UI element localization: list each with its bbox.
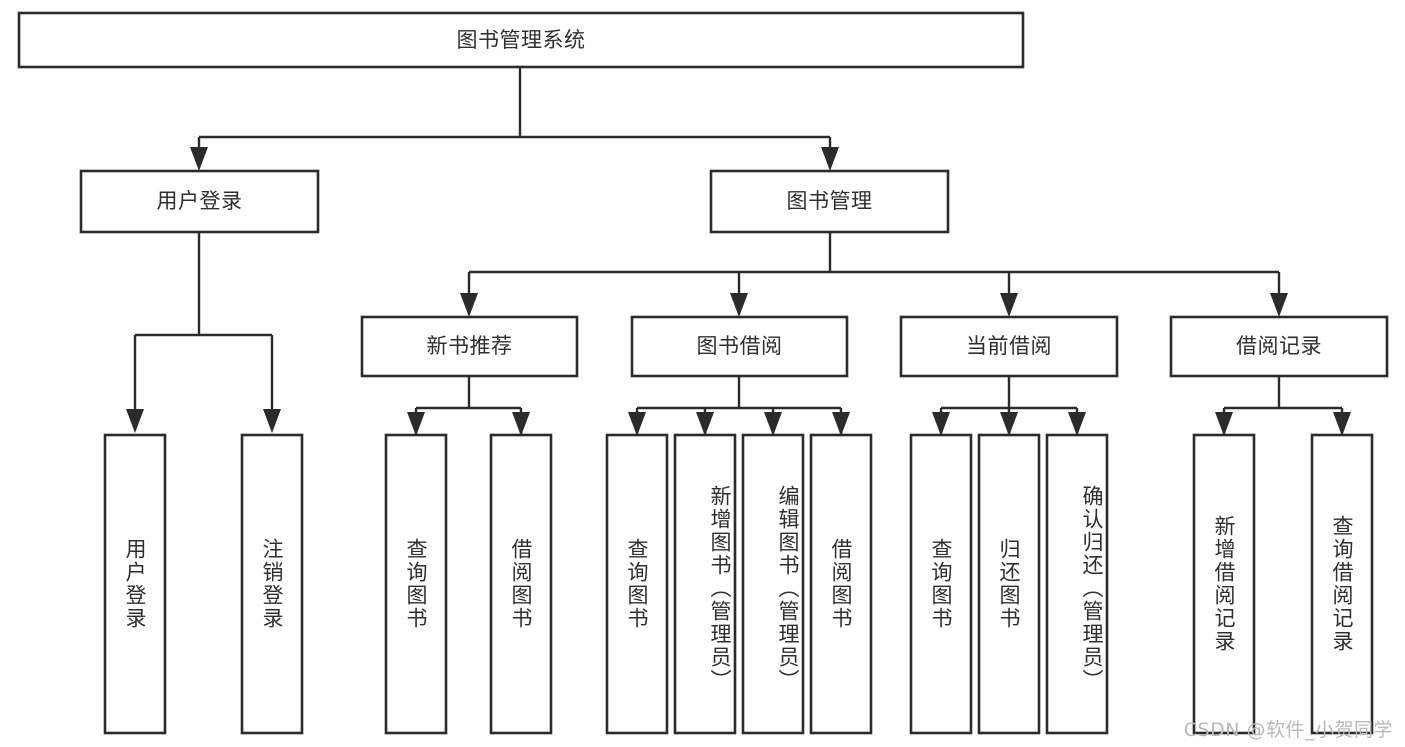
node-box-current-borrow[interactable]	[899, 315, 1119, 378]
arrow-current-borrow-child-0	[932, 412, 950, 436]
node-box-user-login[interactable]	[79, 169, 320, 234]
arrow-user-login-child-1	[263, 409, 281, 433]
arrow-borrow-record-child-1	[1333, 412, 1351, 436]
arrow-book-borrow-child-1	[696, 412, 714, 436]
box-layer	[17, 11, 1389, 735]
arrow-to-book-manage	[821, 147, 839, 171]
arrow-book-borrow-child-3	[832, 412, 850, 436]
arrow-to-borrow-record	[1270, 293, 1288, 317]
node-box-borrow-record[interactable]	[1169, 315, 1389, 378]
connector-layer	[126, 67, 1351, 436]
node-box-leaf-user-login-1[interactable]	[240, 433, 304, 735]
node-box-leaf-book-borrow-2[interactable]	[741, 433, 805, 735]
node-box-book-manage[interactable]	[709, 169, 950, 234]
node-box-leaf-current-borrow-2[interactable]	[1045, 433, 1109, 735]
arrow-book-borrow-child-0	[628, 412, 646, 436]
node-box-leaf-book-borrow-3[interactable]	[809, 433, 873, 735]
node-box-leaf-new-book-1[interactable]	[489, 433, 553, 735]
node-box-leaf-current-borrow-0[interactable]	[909, 433, 973, 735]
node-box-leaf-book-borrow-1[interactable]	[673, 433, 737, 735]
arrow-user-login-child-0	[126, 409, 144, 433]
node-box-new-book-recommend[interactable]	[360, 315, 579, 378]
arrow-to-book-borrow	[730, 293, 748, 317]
arrow-new-book-child-1	[512, 412, 530, 436]
node-box-leaf-user-login-0[interactable]	[103, 433, 167, 735]
node-box-leaf-borrow-record-0[interactable]	[1192, 433, 1256, 735]
node-box-leaf-borrow-record-1[interactable]	[1310, 433, 1374, 735]
node-box-book-borrow[interactable]	[630, 315, 849, 378]
arrow-book-borrow-child-2	[764, 412, 782, 436]
node-box-root[interactable]	[17, 11, 1025, 69]
arrow-current-borrow-child-1	[1000, 412, 1018, 436]
arrow-borrow-record-child-0	[1215, 412, 1233, 436]
node-box-leaf-new-book-0[interactable]	[384, 433, 448, 735]
node-box-leaf-current-borrow-1[interactable]	[977, 433, 1041, 735]
arrow-to-user-login	[190, 147, 208, 171]
arrow-to-new-book	[460, 293, 478, 317]
node-box-leaf-book-borrow-0[interactable]	[605, 433, 669, 735]
arrow-new-book-child-0	[407, 412, 425, 436]
arrow-to-current-borrow	[1000, 293, 1018, 317]
arrow-current-borrow-child-2	[1068, 412, 1086, 436]
